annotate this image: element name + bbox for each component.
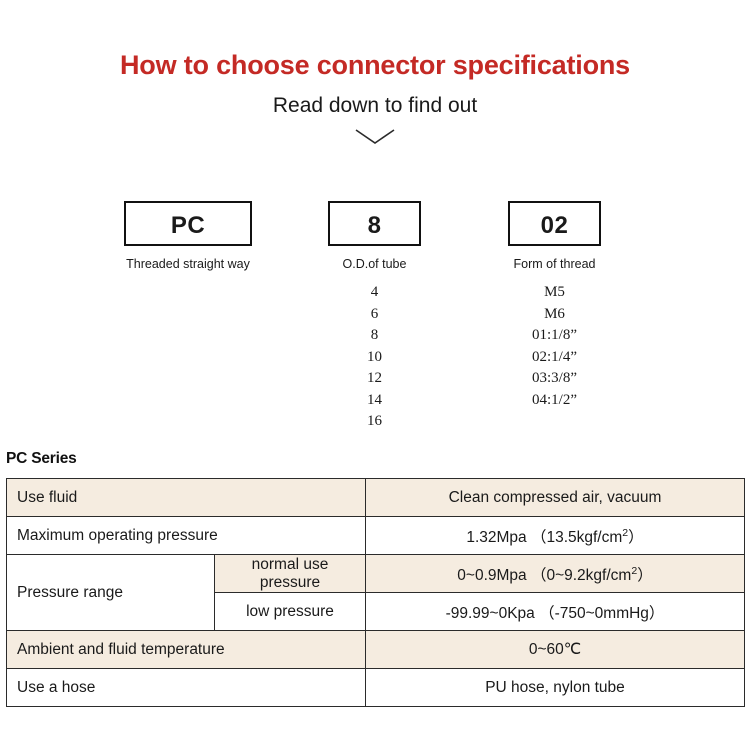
table-row: low pressure -99.99~0Kpa （-750~0mmHg） (7, 592, 745, 631)
list-item: 14 (367, 391, 382, 408)
selector-diagram: PC Threaded straight way 8 O.D.of tube 4… (0, 201, 750, 441)
caption-thread-form: Form of thread (513, 257, 596, 271)
list-item: 6 (370, 305, 379, 322)
code-box-tube-od: 8 (328, 201, 421, 246)
list-item: 04:1/2” (532, 391, 577, 408)
list-item: M5 (544, 284, 565, 300)
option-list-tube-od: 4 6 8 10 12 14 16 (328, 282, 421, 433)
page-subtitle: Read down to find out (272, 93, 478, 117)
row-value-normal-use-pressure: 0~0.9Mpa （0~9.2kgf/cm2） (365, 554, 745, 593)
table-row: Use fluid Clean compressed air, vacuum (6, 478, 745, 517)
list-item: 10 (367, 348, 382, 365)
list-item: 8 (370, 327, 379, 343)
table-row: Use a hose PU hose, nylon tube (6, 668, 745, 707)
row-label-max-pressure: Maximum operating pressure (6, 516, 366, 555)
chevron-container (0, 126, 750, 153)
list-item: 12 (367, 370, 382, 386)
table-row: Maximum operating pressure 1.32Mpa （13.5… (6, 516, 745, 555)
selector-column-thread-form: 02 Form of thread M5 M6 01:1/8” 02:1/4” … (508, 201, 601, 411)
code-box-thread-form: 02 (508, 201, 601, 246)
list-item: M6 (544, 305, 565, 322)
series-label: PC Series (6, 450, 77, 467)
list-item: 01:1/8” (532, 327, 577, 343)
option-list-thread-form: M5 M6 01:1/8” 02:1/4” 03:3/8” 04:1/2” (508, 282, 601, 411)
selector-column-tube-od: 8 O.D.of tube 4 6 8 10 12 14 16 (328, 201, 421, 433)
row-label-pressure-range: Pressure range (6, 554, 215, 631)
sub-label-low-pressure: low pressure (214, 592, 366, 631)
list-item: 4 (370, 284, 379, 300)
code-box-series: PC (124, 201, 252, 246)
selector-column-series: PC Threaded straight way (124, 201, 252, 271)
row-value-use-fluid: Clean compressed air, vacuum (365, 478, 745, 517)
caption-tube-od: O.D.of tube (342, 257, 407, 271)
list-item: 02:1/4” (532, 348, 577, 365)
table-row: Pressure range normal use pressure 0~0.9… (6, 554, 745, 631)
header-block: How to choose connector specifications R… (0, 0, 750, 153)
row-label-use-fluid: Use fluid (6, 478, 366, 517)
row-value-max-pressure: 1.32Mpa （13.5kgf/cm2） (365, 516, 745, 555)
chevron-down-icon (355, 129, 395, 144)
sub-label-normal-use-pressure: normal use pressure (214, 554, 366, 593)
list-item: 03:3/8” (532, 370, 577, 386)
caption-series: Threaded straight way (126, 257, 250, 271)
table-row: Ambient and fluid temperature 0~60℃ (6, 630, 745, 669)
specification-table: Use fluid Clean compressed air, vacuum M… (6, 478, 745, 707)
page-title: How to choose connector specifications (120, 50, 630, 80)
row-value-use-a-hose: PU hose, nylon tube (365, 668, 745, 707)
row-value-temperature: 0~60℃ (365, 630, 745, 669)
row-value-low-pressure: -99.99~0Kpa （-750~0mmHg） (365, 592, 745, 631)
list-item: 16 (367, 413, 382, 429)
row-label-use-a-hose: Use a hose (6, 668, 366, 707)
row-label-temperature: Ambient and fluid temperature (6, 630, 366, 669)
